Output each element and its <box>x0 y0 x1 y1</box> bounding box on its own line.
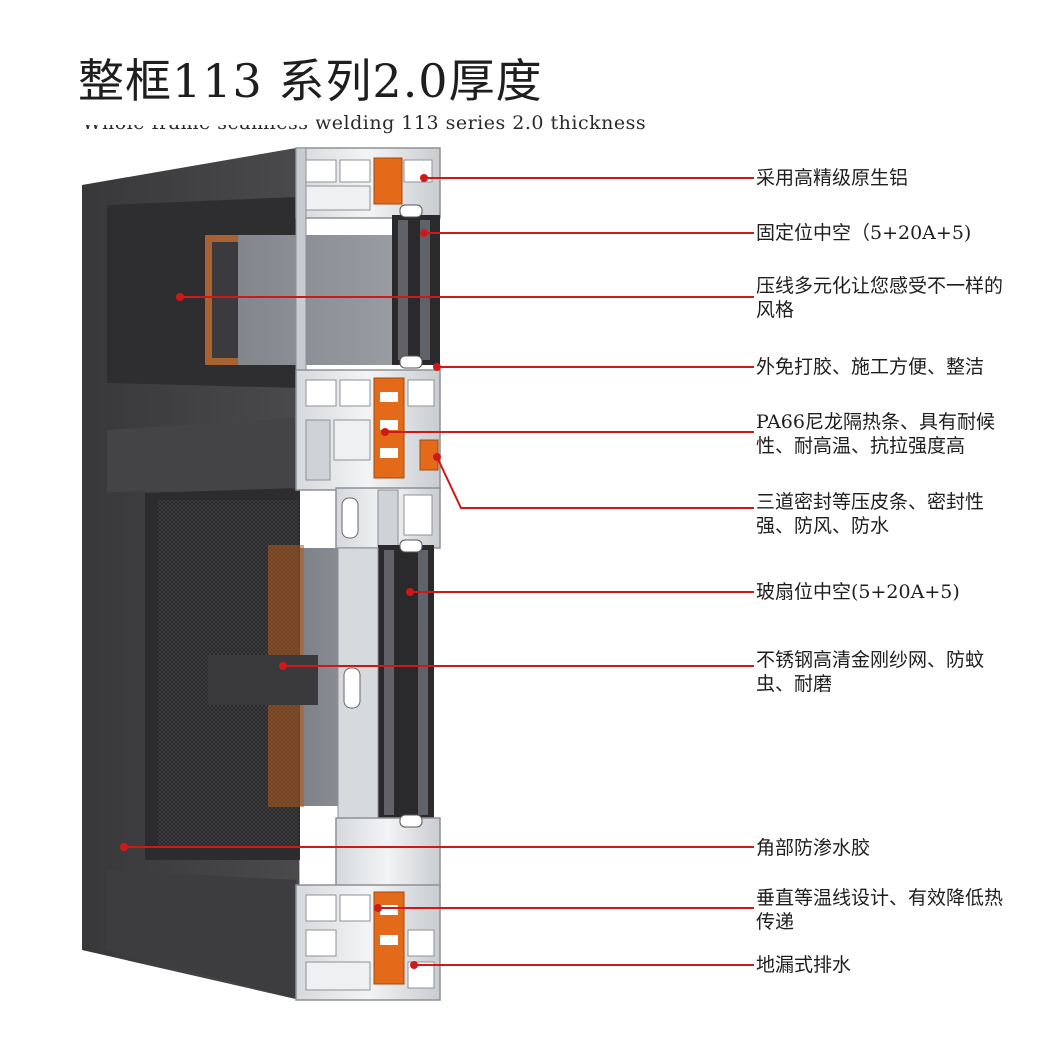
callout-seal-strips: 三道密封等压皮条、密封性强、防风、防水 <box>756 491 985 537</box>
transom-face <box>107 418 296 492</box>
callout-no-sealant: 外免打胶、施工方便、整洁 <box>756 356 985 378</box>
screen-bar <box>208 655 318 705</box>
callout-sash-glazing: 玻扇位中空(5+20A+5) <box>756 581 960 603</box>
callout-isotherm: 垂直等温线设计、有效降低热传递 <box>756 887 1004 933</box>
leader-dots <box>120 174 441 969</box>
callout-pa66-strip: PA66尼龙隔热条、具有耐候性、耐高温、抗拉强度高 <box>756 411 995 457</box>
thermal-break-top <box>373 157 403 205</box>
page-title: 整框113 系列2.0厚度 <box>78 54 543 108</box>
callout-drainage: 地漏式排水 <box>756 954 852 976</box>
leader-lines <box>124 177 754 966</box>
subtitle-overlap-mask <box>80 114 316 125</box>
callout-fixed-glazing: 固定位中空（5+20A+5) <box>756 222 972 244</box>
callout-aluminum: 采用高精级原生铝 <box>756 167 909 189</box>
profile-section <box>295 147 441 1001</box>
callout-corner-glue: 角部防渗水胶 <box>756 837 871 859</box>
bottom-frame-face <box>107 870 300 1000</box>
callout-glazing-bead: 压线多元化让您感受不一样的风格 <box>756 275 1004 321</box>
callout-screen-mesh: 不锈钢高清金刚纱网、防蚊虫、耐磨 <box>756 649 985 695</box>
leader-6 <box>436 456 754 509</box>
